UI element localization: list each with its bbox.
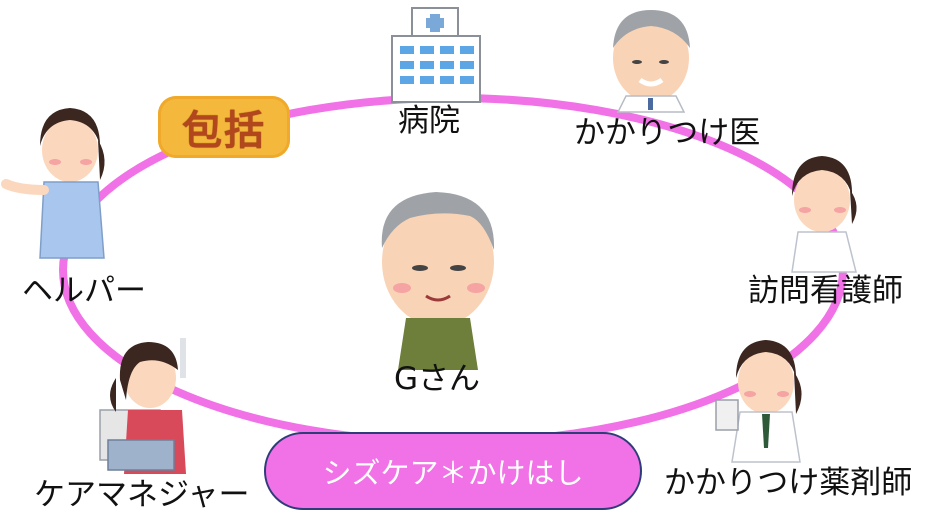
helper-label: ヘルパー <box>22 273 146 309</box>
hospital-icon <box>391 7 481 103</box>
g-san-label: Gさん <box>394 361 481 397</box>
care-manager-label: ケアマネジャー <box>34 477 250 513</box>
visiting-nurse-label: 訪問看護師 <box>748 273 903 309</box>
family-doctor-label: かかりつけ医 <box>574 115 761 151</box>
pharmacist-label: かかりつけ薬剤師 <box>664 465 913 501</box>
pharmacist-icon <box>715 340 802 463</box>
shizucare-kakehashi-pill: シズケア＊かけはし <box>264 432 642 510</box>
helper-icon <box>1 108 105 259</box>
care-manager-icon <box>99 338 186 474</box>
houkatsu-badge: 包括 <box>158 96 290 158</box>
shizucare-kakehashi-label: シズケア＊かけはし <box>322 456 584 490</box>
hospital-label: 病院 <box>398 103 460 139</box>
g-san-icon <box>381 192 495 370</box>
houkatsu-badge-text: 包括 <box>182 108 266 154</box>
visiting-nurse-icon <box>791 156 857 273</box>
family-doctor-icon <box>613 10 690 113</box>
